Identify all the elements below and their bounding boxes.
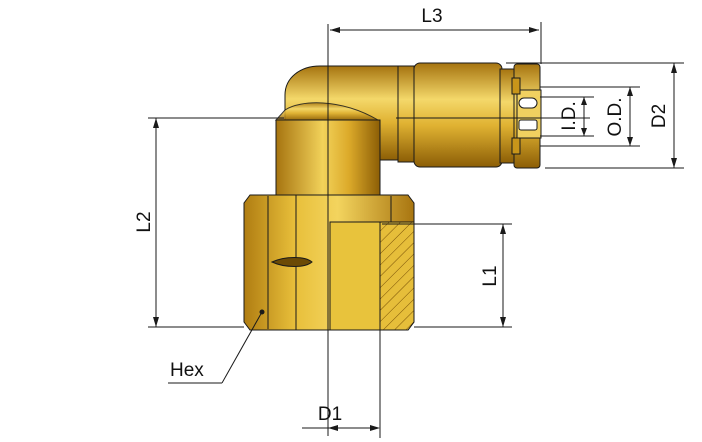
l2-label: L2 (134, 211, 155, 232)
d2-label: D2 (649, 104, 670, 128)
hex-label: Hex (170, 360, 204, 381)
dimension-l2: L2 (134, 117, 284, 328)
dimension-l1: L1 (382, 223, 512, 328)
dimension-od: O.D. (540, 86, 640, 147)
dimension-d1: D1 (302, 330, 381, 438)
id-label: I.D. (559, 101, 580, 131)
d1-label: D1 (318, 404, 342, 425)
dimension-id: I.D. (540, 96, 594, 137)
hex-callout: Hex (168, 309, 265, 384)
od-label: O.D. (605, 97, 626, 136)
l1-label: L1 (480, 265, 501, 286)
l3-label: L3 (421, 6, 442, 27)
thread-section (329, 221, 415, 331)
elbow-body (274, 65, 401, 196)
dimension-l3: L3 (330, 6, 542, 64)
release-collet (511, 63, 542, 169)
dimension-d2: D2 (506, 62, 684, 169)
tube-collar (397, 62, 515, 168)
center-lines (327, 24, 590, 356)
